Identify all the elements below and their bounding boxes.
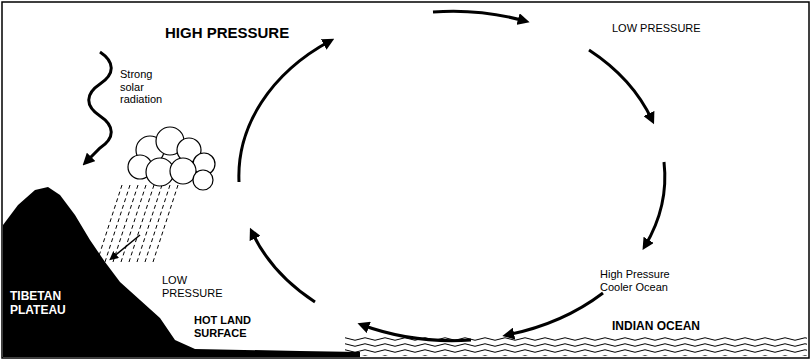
pressure-label: LOW PRESSURE	[612, 22, 762, 35]
pressure-label: HIGH PRESSURE	[165, 24, 365, 41]
region-label: INDIAN OCEAN	[612, 320, 762, 334]
region-label: HOT LAND SURFACE	[194, 314, 279, 339]
solar-radiation-arrow	[86, 52, 111, 162]
radiation-label: Strong solar radiation	[120, 68, 175, 106]
region-label: TIBETAN PLATEAU	[10, 290, 88, 318]
pressure-label: LOW PRESSURE	[162, 274, 232, 299]
rain-lines	[97, 185, 178, 262]
rain-arrow	[112, 235, 140, 258]
rain-cloud	[128, 127, 215, 190]
pressure-label: High Pressure Cooler Ocean	[600, 268, 685, 293]
land-silhouette	[3, 187, 360, 357]
ocean-waves	[345, 337, 807, 356]
